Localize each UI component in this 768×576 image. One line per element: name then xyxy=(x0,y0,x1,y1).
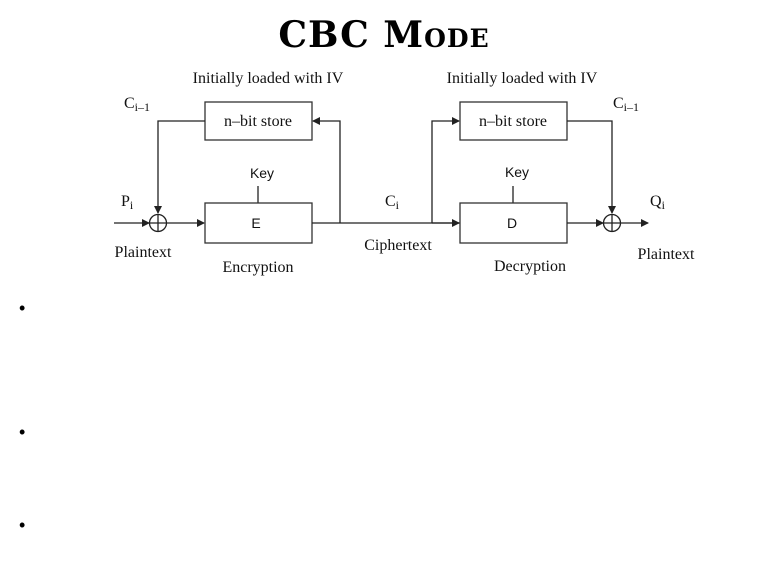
dec-nbit-store-label: n–bit store xyxy=(479,113,547,130)
enc-to-store-arrow xyxy=(312,117,341,223)
cipher-to-dec-store-arrow xyxy=(431,117,460,223)
enc-block-box xyxy=(204,202,313,244)
enc-iv-note: Initially loaded with IV xyxy=(193,70,344,87)
enc-nbit-store-box xyxy=(204,101,313,141)
output-plaintext-label: Plaintext xyxy=(638,246,695,263)
dec-block-label: D xyxy=(507,215,517,231)
bullet-1: • xyxy=(19,298,26,318)
ciphertext-label: Ciphertext xyxy=(364,237,432,254)
dec-feedback-line xyxy=(567,120,616,214)
enc-key-label: Key xyxy=(250,165,274,181)
dec-key-label: Key xyxy=(505,164,529,180)
enc-block-label: E xyxy=(251,215,260,231)
input-symbol: Pi xyxy=(121,193,134,212)
output-symbol: Qi xyxy=(650,193,666,212)
dec-xor-icon xyxy=(602,213,622,233)
cipher-symbol: Ci xyxy=(385,193,400,212)
bullet-3: • xyxy=(19,515,26,535)
enc-nbit-store-label: n–bit store xyxy=(224,113,292,130)
enc-xor-icon xyxy=(148,213,168,233)
dec-nbit-store-box xyxy=(459,101,568,141)
bullet-2: • xyxy=(19,422,26,442)
dec-iv-note: Initially loaded with IV xyxy=(447,70,598,87)
enc-feedback-line xyxy=(154,120,205,214)
enc-caption: Encryption xyxy=(222,259,293,276)
dec-caption: Decryption xyxy=(494,258,566,275)
slide-title: CBC Mode xyxy=(278,14,490,56)
prev-cipher-right: Ci–1 xyxy=(613,95,639,114)
prev-cipher-left: Ci–1 xyxy=(124,95,150,114)
input-plaintext-label: Plaintext xyxy=(115,244,172,261)
